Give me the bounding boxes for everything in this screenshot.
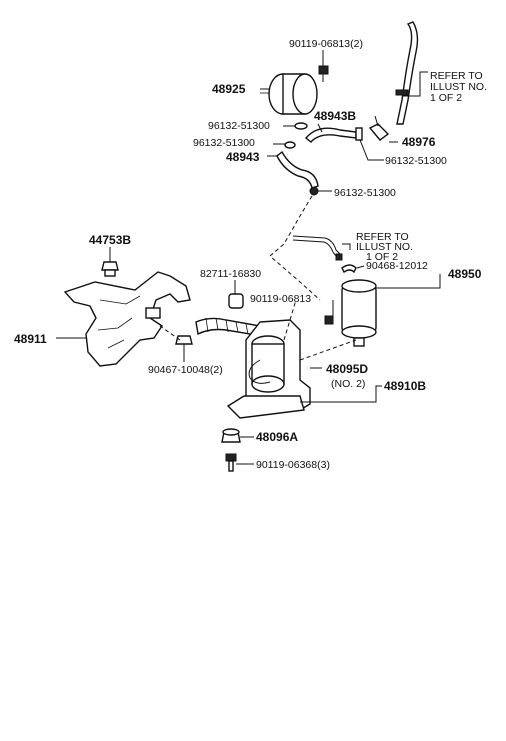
clip-96132-51300-d[interactable] [309,186,319,196]
callout-48096a: 48096A [256,430,298,444]
callout-96132-51300-a: 96132-51300 [208,120,270,132]
callout-90119-06813-2: 90119-06813(2) [289,38,363,50]
bolt-90119-06813-mid[interactable] [324,315,334,325]
clip-90468-12012[interactable] [341,264,357,274]
callout-48095d: 48095D [326,362,368,376]
callout-48911: 48911 [14,332,47,346]
hose-48943[interactable] [276,150,319,189]
callout-illust-no-2: ILLUST NO. [356,241,413,253]
bolt-90119-06368[interactable] [225,453,237,472]
refer-hose-lower[interactable] [292,235,343,261]
callout-96132-51300-b: 96132-51300 [193,137,255,149]
callout-48925: 48925 [212,82,246,96]
callout-90467-10048-2: 90467-10048(2) [148,364,223,376]
callout-no-2: (NO. 2) [331,378,365,390]
routing-line-a [269,195,321,301]
vacuum-tank-48925[interactable] [260,73,318,115]
callout-illust-no-1: ILLUST NO. [430,81,487,93]
leader-lines [56,50,441,465]
clamp-82711-16830[interactable] [228,293,244,309]
callout-1-of-2-1: 1 OF 2 [430,92,462,104]
filter-48950[interactable] [341,279,377,347]
callout-90468-12012: 90468-12012 [366,260,428,272]
callout-90119-06813: 90119-06813 [250,293,311,305]
nut-44753b[interactable] [101,261,119,277]
nut-90467-10048[interactable] [175,335,193,345]
bracket-48911[interactable] [63,271,191,367]
callout-90119-06368-3: 90119-06368(3) [256,459,330,471]
callout-82711-16830: 82711-16830 [200,268,261,280]
hose-48943b[interactable] [304,127,357,143]
callout-labels: 90119-06813(2) 48925 REFER TO ILLUST NO.… [14,38,487,471]
callout-1-of-2-2: 1 OF 2 [366,251,398,263]
clip-96132-51300-a[interactable] [294,122,308,130]
routing-line-b [159,325,181,341]
bolt-48096a[interactable] [221,428,241,443]
callout-44753b: 44753B [89,233,131,247]
hose-refer-illust[interactable] [395,21,419,125]
bolt-90119-06813-top[interactable] [318,65,329,82]
callout-refer-to-2: REFER TO [356,231,409,243]
callout-refer-to-1: REFER TO [430,70,483,82]
callout-48943b: 48943B [314,109,356,123]
callout-96132-51300-c: 96132-51300 [385,155,447,167]
callout-48976: 48976 [402,135,436,149]
actuator-48910b[interactable] [226,319,311,419]
clip-96132-51300-c[interactable] [355,127,363,141]
callout-48910b: 48910B [384,379,426,393]
check-valve-48976[interactable] [368,115,390,141]
clip-96132-51300-b[interactable] [284,141,296,149]
callout-48950: 48950 [448,267,482,281]
routing-line-c [299,339,357,361]
callout-96132-51300-d: 96132-51300 [334,187,396,199]
callout-48943: 48943 [226,150,260,164]
